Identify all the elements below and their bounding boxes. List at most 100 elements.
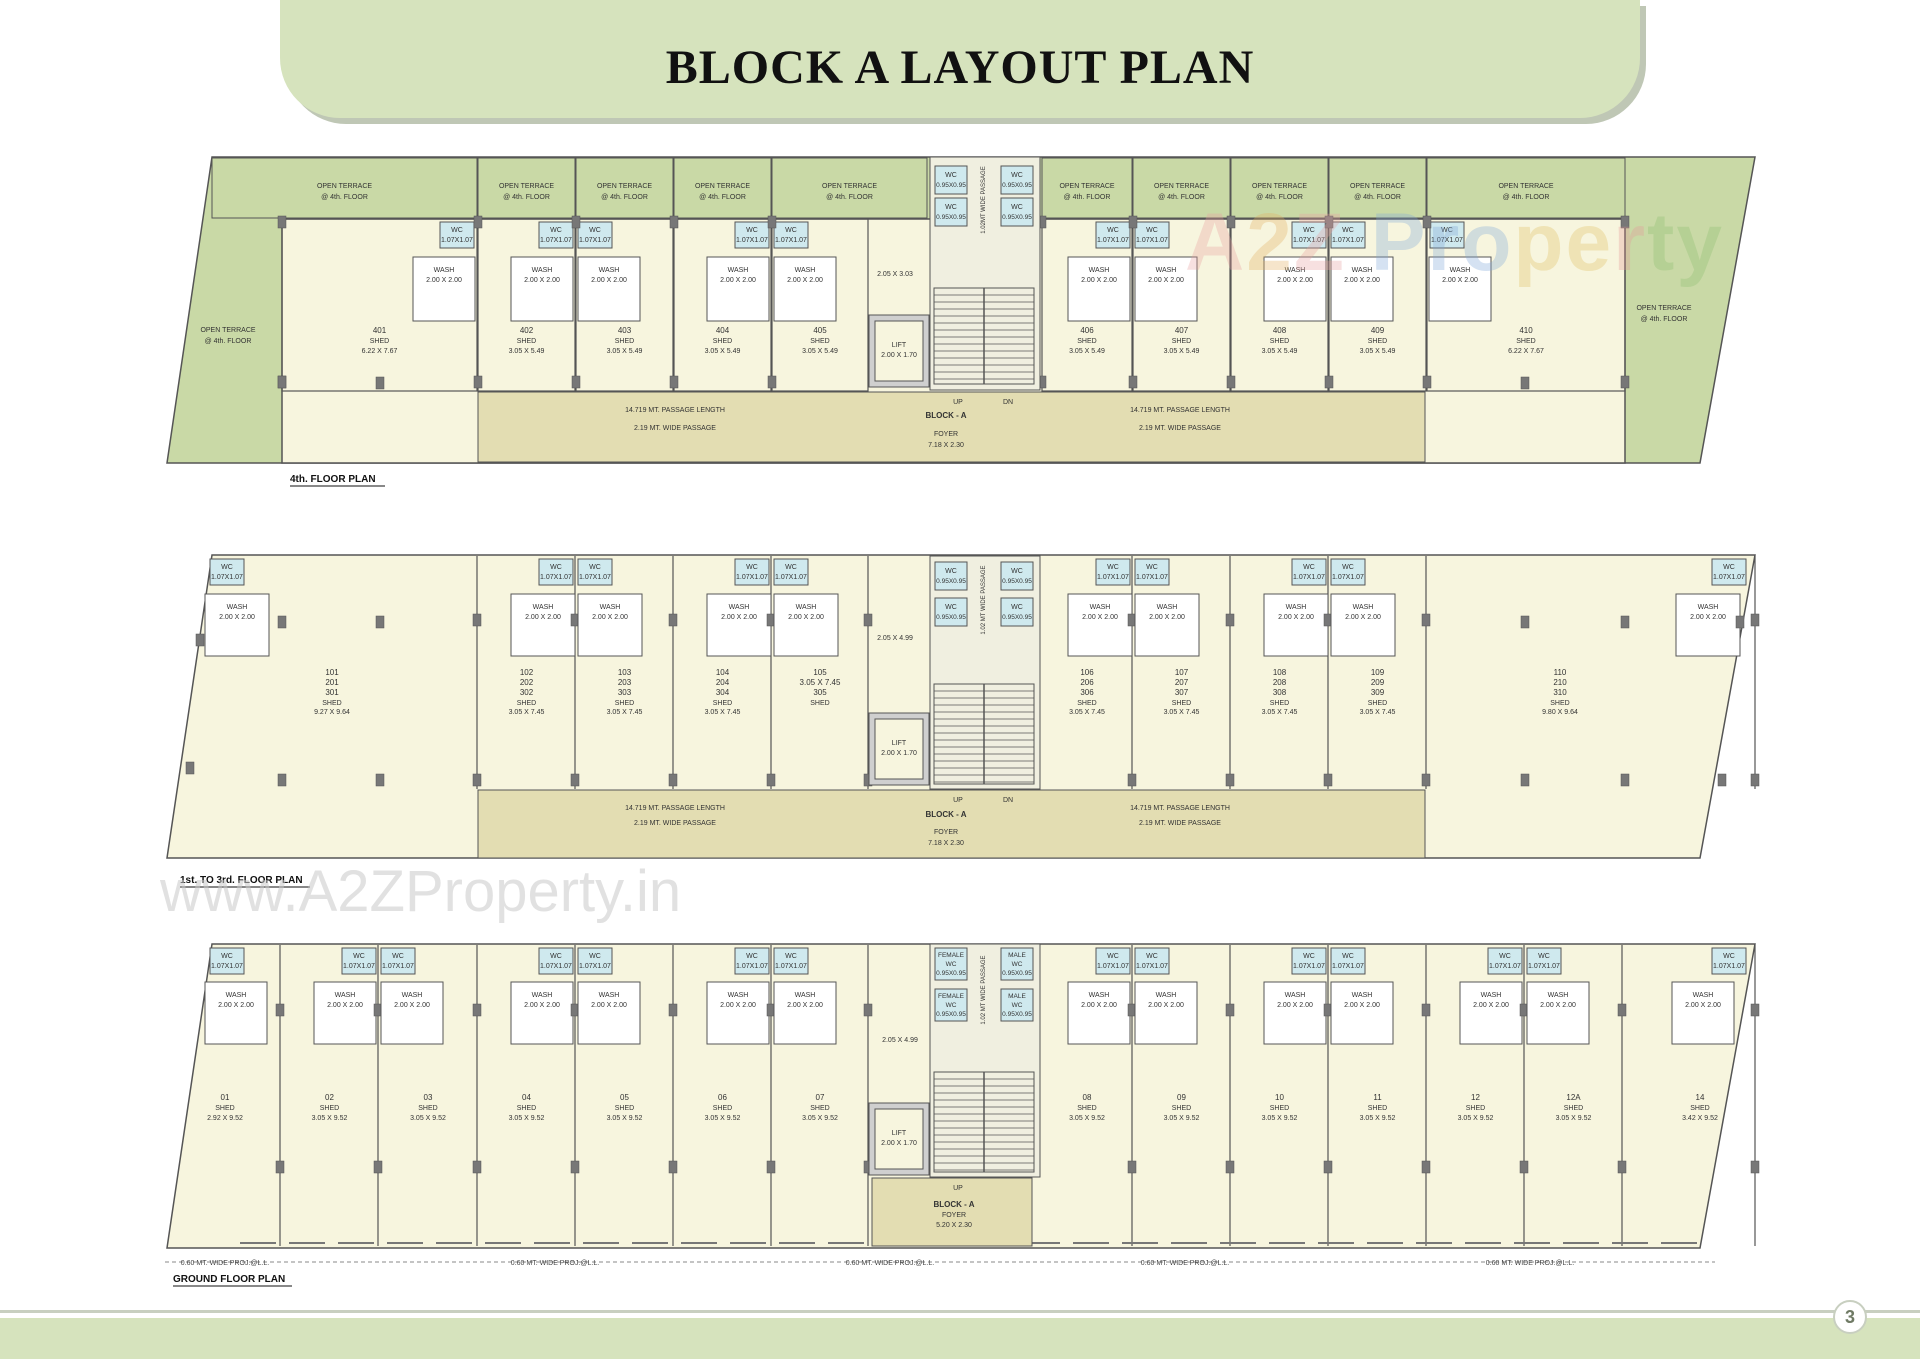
wash-label: WASH (1352, 267, 1373, 274)
terrace-strip (1230, 157, 1329, 219)
unit-size: 6.22 X 7.67 (1508, 348, 1544, 355)
unit-number: 406 (1080, 326, 1094, 335)
wash-size: 2.00 X 2.00 (591, 277, 627, 284)
passage-width: 2.19 MT. WIDE PASSAGE (1139, 425, 1221, 432)
terrace-floor-label: @ 4th. FLOOR (503, 194, 550, 201)
unit-type: SHED (1077, 1105, 1096, 1112)
unit-number: 109 (1371, 668, 1385, 677)
unit-type: SHED (615, 1105, 634, 1112)
column (1617, 1003, 1627, 1017)
wc-label: WC (1303, 953, 1315, 960)
wash-label: WASH (600, 604, 621, 611)
wc-label: WC (946, 961, 957, 968)
unit-number: 302 (520, 688, 534, 697)
unit-size: 3.05 X 9.52 (1360, 1115, 1396, 1122)
column (375, 615, 385, 629)
wc-size: 1.07X1.07 (1097, 574, 1129, 581)
wc-box (439, 221, 475, 249)
column (1127, 773, 1137, 787)
unit-number: 304 (716, 688, 730, 697)
column (375, 773, 385, 787)
wash-label: WASH (434, 267, 455, 274)
unit-number: 305 (813, 688, 827, 697)
column (1750, 1160, 1760, 1174)
unit-size: 2.92 X 9.52 (207, 1115, 243, 1122)
passage (477, 391, 1426, 463)
unit-type: SHED (418, 1105, 437, 1112)
wc-size: 1.07X1.07 (382, 963, 414, 970)
wc-label: WC (1107, 953, 1119, 960)
core-wc (1000, 988, 1034, 1022)
footer-band (0, 1318, 1920, 1359)
wash-box (577, 593, 643, 657)
column (767, 215, 777, 229)
passage (477, 789, 1426, 859)
unit-outline (1041, 218, 1133, 392)
column (1421, 773, 1431, 787)
wc-box (1526, 947, 1562, 975)
terrace-strip (771, 157, 928, 219)
terrace-floor-label: @ 4th. FLOOR (826, 194, 873, 201)
floor-label: 1st. TO 3rd. FLOOR PLAN (180, 875, 303, 886)
terrace-label: OPEN TERRACE (1059, 183, 1114, 190)
column (1128, 215, 1138, 229)
wc-size: 1.07X1.07 (579, 237, 611, 244)
unit-number: 02 (325, 1093, 334, 1102)
unit-number: 206 (1080, 678, 1094, 687)
wash-label: WASH (1286, 604, 1307, 611)
wash-label: WASH (599, 267, 620, 274)
wc-box (1291, 221, 1327, 249)
wc-box (1330, 221, 1366, 249)
wc-box (1429, 221, 1465, 249)
wc-box (209, 947, 245, 975)
column (1225, 1160, 1235, 1174)
unit-outline (1328, 218, 1427, 392)
wash-box (313, 981, 377, 1045)
wc-size: 1.07X1.07 (1097, 237, 1129, 244)
wc-label: WC (1146, 564, 1158, 571)
page-title: BLOCK A LAYOUT PLAN (665, 41, 1255, 94)
wc-size: 1.07X1.07 (343, 963, 375, 970)
wc-box (734, 947, 770, 975)
unit-type: SHED (1270, 1105, 1289, 1112)
wc-box (734, 558, 770, 586)
lobby-size: 2.05 X 4.99 (877, 635, 913, 642)
projection-label: 0.60 MT. WIDE PROJ.@L.L. (181, 1260, 269, 1267)
wc-label: WC (785, 227, 797, 234)
unit-number: 04 (522, 1093, 531, 1102)
unit-size: 3.05 X 9.52 (1164, 1115, 1200, 1122)
wc-box (1330, 558, 1366, 586)
core-wc (1000, 561, 1034, 591)
unit-type: SHED (1466, 1105, 1485, 1112)
wc-label: WC (1012, 961, 1023, 968)
wash-box (706, 256, 770, 322)
wash-box (1526, 981, 1590, 1045)
wc-box (1095, 947, 1131, 975)
wc-label: WC (746, 953, 758, 960)
wc-label: WC (1107, 564, 1119, 571)
unit-size: 3.05 X 9.52 (607, 1115, 643, 1122)
wc-size: 1.07X1.07 (736, 574, 768, 581)
stair-down: DN (1003, 399, 1013, 406)
column (1324, 375, 1334, 389)
wash-label: WASH (1090, 604, 1111, 611)
terrace-strip (211, 157, 478, 219)
core-wc (934, 988, 968, 1022)
wc-label: WC (1342, 564, 1354, 571)
wash-box (1067, 256, 1131, 322)
core-area (929, 943, 1041, 1178)
column (1519, 1160, 1529, 1174)
wc-label: WC (550, 953, 562, 960)
block-label: BLOCK - A (925, 810, 966, 819)
wash-box (1134, 256, 1198, 322)
wash-box (1428, 256, 1492, 322)
core-passage-label: 1.02 MT WIDE PASSAGE (981, 955, 987, 1024)
wash-size: 2.00 X 2.00 (1344, 1002, 1380, 1009)
unit-number: 105 (813, 668, 827, 677)
wash-label: WASH (532, 267, 553, 274)
wc-box (1711, 947, 1747, 975)
floor-label: GROUND FLOOR PLAN (173, 1274, 285, 1285)
lift-size: 2.00 X 1.70 (881, 1140, 917, 1147)
wash-label: WASH (227, 604, 248, 611)
